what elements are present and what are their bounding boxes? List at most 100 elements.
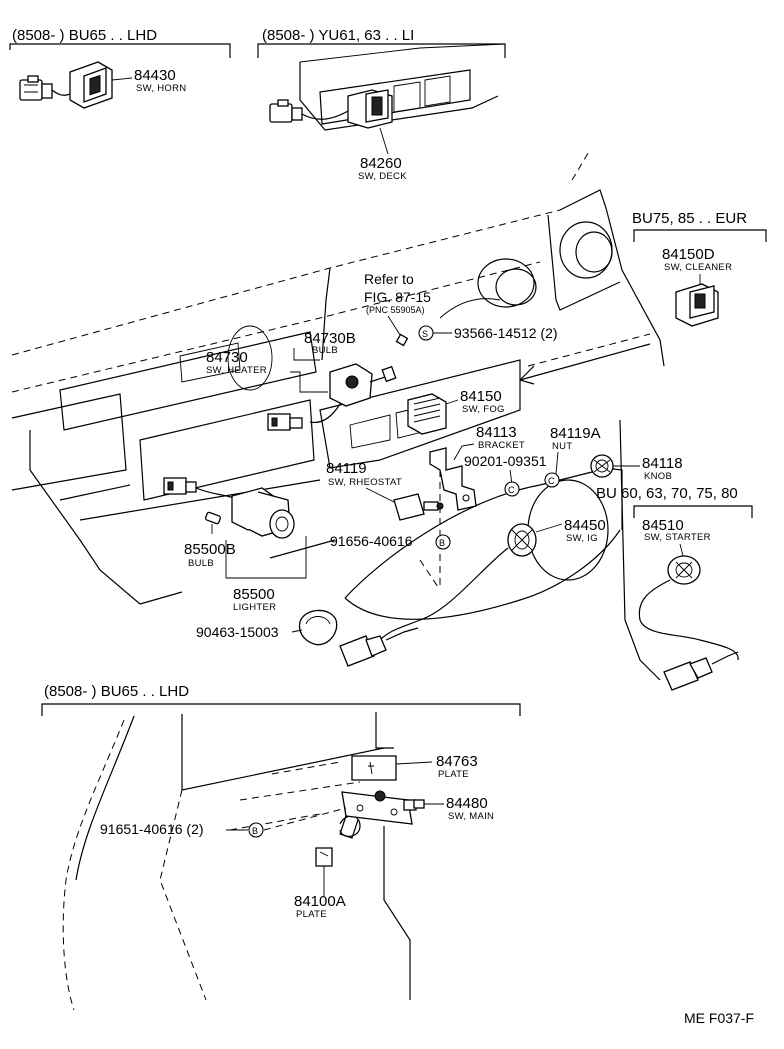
part-number-84480: 84480 [446, 795, 488, 812]
inset-cleaner-switch: BU75, 85 . . EUR 84150D SW, CLEANER [632, 210, 767, 327]
part-number-84113: 84113 [476, 424, 517, 441]
dash-center-panel [319, 359, 521, 469]
bottom-left-curve [62, 719, 125, 1011]
dash-cluster-right [547, 214, 621, 311]
bottom-guide-1 [239, 781, 361, 801]
leader-84450 [535, 523, 563, 533]
screw-symbol: S [422, 329, 428, 339]
ref-part-icon [395, 333, 409, 347]
clamp-icon [298, 609, 338, 646]
part-number-84763: 84763 [436, 753, 478, 770]
deck-connector-icon [269, 99, 303, 123]
part-label-84730: SW, HEATER [206, 365, 267, 376]
part-label-84119: SW, RHEOSTAT [328, 477, 402, 488]
dash-heater-dial [227, 325, 273, 391]
part-number-84119A: 84119A [550, 425, 601, 442]
bolt-b1-symbol-icon [435, 534, 451, 550]
bottom-left-edge [75, 715, 135, 881]
header-top-mid: (8508- ) YU61, 63 . . LI [262, 27, 414, 44]
bolt-b2-symbol: B [252, 826, 258, 836]
part-label-84113: BRACKET [478, 440, 525, 451]
part-number-85500B: 85500B [184, 541, 236, 558]
part-number-84100A: 84100A [294, 893, 346, 910]
bolt-b1-number: 91656-40616 [330, 533, 413, 549]
part-label-84150D: SW, CLEANER [664, 262, 732, 273]
lighter-group: 85500B BULB 85500 LIGHTER [163, 477, 307, 613]
horn-switch-icon [69, 61, 113, 109]
dash-inner-edge [11, 261, 541, 393]
header-bracket-eur [633, 229, 767, 242]
starter-wire [638, 579, 739, 661]
ref-leader [387, 315, 403, 339]
ref-line2: FIG. 87-15 [364, 289, 431, 305]
heater-wire [309, 403, 341, 424]
starter-switch-icon [667, 555, 701, 585]
part-label-84119A: NUT [552, 441, 572, 452]
dash-arrow-guide [527, 333, 651, 367]
bolt-b1-symbol: B [439, 538, 445, 548]
clamp-number: 90463-15003 [196, 624, 279, 640]
dash-far-left-box [11, 393, 127, 491]
gauge-left [477, 258, 535, 308]
header-top-left: (8508- ) BU65 . . LHD [12, 27, 157, 44]
gauge-right-inner [575, 231, 613, 273]
dash-left-slot [179, 342, 241, 383]
part-number-84150: 84150 [460, 388, 502, 405]
plate-84763-icon [351, 755, 397, 781]
bolt-b2-number: 91651-40616 (2) [100, 821, 204, 837]
part-number-84730B: 84730B [304, 330, 356, 347]
bottom-panel-left [159, 789, 207, 1001]
inset-main-switch: (8508- ) BU65 . . LHD 84763 PLATE [41, 683, 521, 1011]
part-number-84730: 84730 [206, 349, 248, 366]
lighter-connector-icon [163, 477, 197, 495]
knob-icon [590, 454, 614, 478]
column-guides [419, 470, 441, 591]
right-vertical-edge [619, 419, 661, 681]
dash-center-post [321, 267, 331, 361]
deck-panel-outline [299, 62, 499, 131]
rheostat-group: 84119 SW, RHEOSTAT [326, 460, 444, 521]
dash-top-leader [571, 149, 591, 181]
gauge-left-inner [495, 268, 537, 306]
header-bottom: (8508- ) BU65 . . LHD [44, 683, 189, 700]
ignition-wire [379, 547, 509, 641]
deck-panel-top [299, 43, 506, 63]
fog-switch-icon [407, 393, 447, 435]
part-label-85500B: BULB [188, 558, 214, 569]
cleaner-switch-icon [675, 283, 719, 327]
nut-c-symbol-1: C [508, 485, 515, 495]
deck-switch-icon [347, 89, 393, 129]
part-label-84730B: BULB [312, 345, 338, 356]
reference-note: Refer to FIG. 87-15 (PNC 55905A) S 93566… [364, 271, 558, 347]
part-number-84260: 84260 [360, 155, 402, 172]
deck-wire [301, 109, 351, 120]
dash-left-bottom-curve [29, 430, 141, 605]
lighter-wire [195, 487, 235, 499]
dash-right-edge [559, 189, 665, 367]
nut-c-symbol-icon-1 [504, 481, 520, 497]
gauge-arc [439, 298, 501, 319]
heater-connector-icon [267, 413, 303, 431]
bottom-guide-2 [229, 813, 321, 831]
part-number-84118: 84118 [642, 455, 683, 472]
dash-left-ledge [59, 479, 321, 521]
ref-line1: Refer to [364, 271, 414, 287]
part-number-84510: 84510 [642, 517, 684, 534]
part-label-84430: SW, HORN [136, 83, 186, 94]
heater-switch-icon [329, 363, 397, 407]
nut-c-symbol-2: C [548, 476, 555, 486]
starter-connector-icon [663, 651, 739, 691]
part-number-85500: 85500 [233, 586, 275, 603]
fog-switch-group: 84150 SW, FOG [407, 388, 504, 435]
inset-starter-switch: BU 60, 63, 70, 75, 80 84510 SW, STARTER [596, 485, 753, 691]
deck-panel-slots [393, 75, 451, 113]
ref-line3: (PNC 55905A) [366, 305, 425, 315]
ignition-group: 91656-40616 B 84450 SW, IG 90463-15003 [196, 517, 606, 667]
leader-84730 [290, 371, 328, 393]
plate-84100A-icon [315, 847, 333, 867]
main-switch-icon [339, 790, 425, 839]
lighter-bulb-icon [204, 511, 222, 525]
header-bracket-top-mid [257, 43, 506, 58]
part-number-84150D: 84150D [662, 246, 715, 263]
